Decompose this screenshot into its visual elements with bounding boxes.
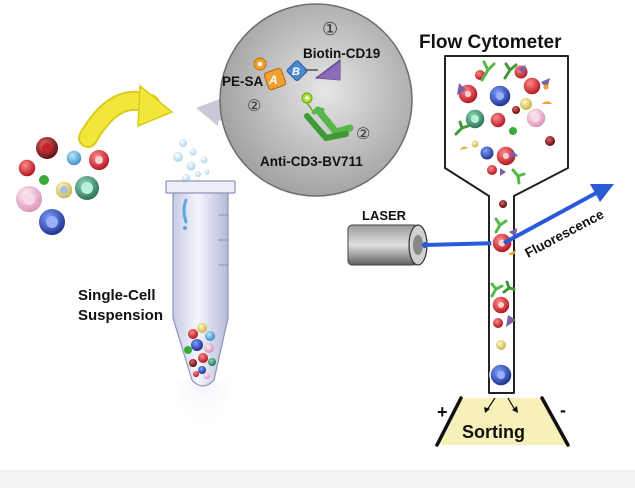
fluorescence-arrow: [503, 184, 614, 245]
flow-cell: [444, 55, 569, 394]
sorting-area: [435, 396, 570, 447]
antibody-icon: [301, 92, 354, 141]
funnel-cells: [457, 64, 555, 208]
marker-1: ①: [322, 19, 338, 40]
biotin-cd19-label: Biotin-CD19: [303, 46, 380, 61]
yellow-curved-arrow: [78, 84, 174, 148]
laser-device: [347, 224, 428, 266]
biotin-b-diamond: [286, 60, 308, 81]
letter-a: A: [268, 73, 278, 87]
test-tube: [165, 180, 236, 445]
plus-sign: +: [437, 402, 448, 422]
pe-sa-label: PE-SA: [222, 74, 264, 89]
marker-2a: ②: [247, 96, 261, 115]
single-cell-label-line2: Suspension: [78, 307, 163, 324]
flow-cytometer-title: Flow Cytometer: [419, 32, 562, 53]
tube-cells: [184, 323, 216, 379]
funnel-markers: [454, 60, 552, 185]
interrogated-cell: [491, 217, 517, 256]
single-cell-label-line1: Single-Cell: [78, 287, 156, 304]
fluorescence-label: Fluorescence: [522, 206, 606, 260]
sa-a-box: [263, 67, 287, 91]
letter-b: B: [292, 66, 300, 78]
marker-2b: ②: [356, 124, 370, 143]
reagent-circle: ① Biotin-CD19 A B PE-SA ② ② Anti-CD3-BV7…: [219, 3, 413, 197]
cell-cluster-left: [14, 135, 111, 237]
anti-cd3-label: Anti-CD3-BV711: [260, 154, 363, 169]
minus-sign: -: [560, 400, 566, 420]
laser-label: LASER: [362, 208, 407, 223]
bottom-strip: [0, 470, 635, 488]
channel-cells: [489, 280, 516, 387]
laser-beam: [424, 241, 501, 247]
bubbles: [173, 139, 210, 182]
flow-cytometry-diagram: Single-Cell Suspension ① Biotin-CD19 A B…: [14, 3, 614, 447]
sorting-label: Sorting: [462, 422, 525, 442]
